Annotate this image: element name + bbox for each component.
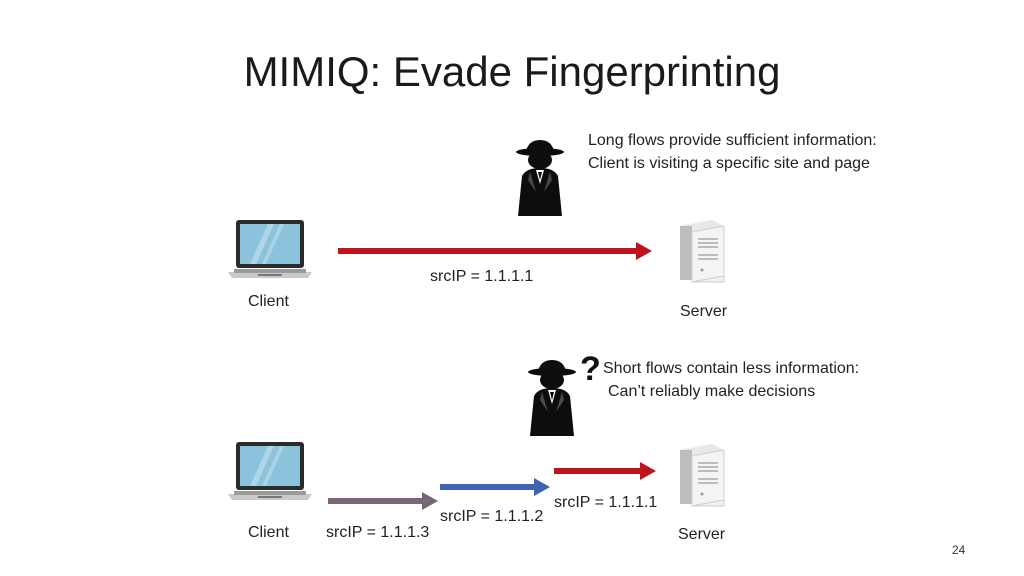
server-icon xyxy=(679,443,725,507)
question-mark: ? xyxy=(580,350,601,388)
short-flow-note: Short flows contain less information: Ca… xyxy=(603,357,859,403)
flow-arrow-gray xyxy=(328,492,438,510)
spy-icon xyxy=(528,360,576,436)
flow-arrow-red-short xyxy=(554,462,656,480)
page-number: 24 xyxy=(952,543,966,557)
flow-arrow-red xyxy=(338,242,652,260)
slide-title: MIMIQ: Evade Fingerprinting xyxy=(243,48,781,95)
client-label: Client xyxy=(248,293,289,310)
laptop-icon xyxy=(228,442,312,500)
short-flow-note-line1: Short flows contain less information: xyxy=(603,360,860,377)
flow-label: srcIP = 1.1.1.1 xyxy=(554,494,658,511)
client-label: Client xyxy=(248,524,289,541)
long-flow-note-line1: Long flows provide sufficient informatio… xyxy=(588,132,877,149)
server-icon xyxy=(679,219,725,283)
long-flow-note: Long flows provide sufficient informatio… xyxy=(588,129,877,175)
flow-label: srcIP = 1.1.1.1 xyxy=(430,268,534,285)
short-flow-note-line2: Can’t reliably make decisions xyxy=(608,383,816,400)
spy-icon xyxy=(516,140,564,216)
flow-label: srcIP = 1.1.1.2 xyxy=(440,508,544,525)
server-label: Server xyxy=(680,303,728,320)
flow-label: srcIP = 1.1.1.3 xyxy=(326,524,430,541)
long-flow-note-line2: Client is visiting a specific site and p… xyxy=(588,155,870,172)
flow-arrow-blue xyxy=(440,478,550,496)
laptop-icon xyxy=(228,220,312,278)
server-label: Server xyxy=(678,526,726,543)
